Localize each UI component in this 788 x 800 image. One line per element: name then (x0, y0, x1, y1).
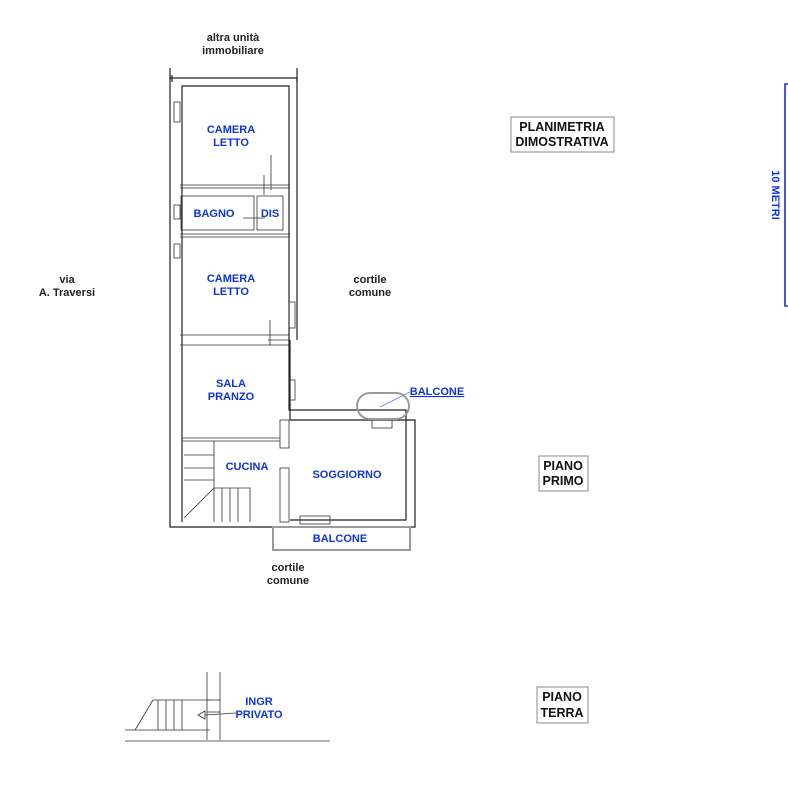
room-bagno: BAGNO (194, 208, 235, 220)
top-neighbor-line2: immobiliare (202, 45, 264, 57)
walls-primo (169, 68, 416, 528)
room-camera-letto-2-line1: CAMERA (207, 273, 255, 285)
room-balcone-front: BALCONE (313, 533, 367, 545)
room-soggiorno: SOGGIORNO (312, 469, 382, 481)
courtyard-right-line2: comune (349, 287, 391, 299)
title-line1: PLANIMETRIA (519, 120, 604, 134)
top-neighbor-line1: altra unità (207, 32, 260, 44)
street-line1: via (59, 274, 75, 286)
room-camera-letto-1-line1: CAMERA (207, 124, 255, 136)
side-balcony-shape (356, 392, 410, 420)
piano-terra-line1: PIANO (542, 690, 582, 704)
balcone-leader-line (379, 391, 411, 408)
front-balcony-shape (272, 526, 411, 551)
scale-bar (784, 83, 788, 307)
room-camera-letto-2-line2: LETTO (213, 286, 249, 298)
room-sala-pranzo-line1: SALA (216, 378, 246, 390)
piano-primo-box (538, 455, 589, 492)
walls-terra (125, 672, 330, 742)
courtyard-bottom-line2: comune (267, 575, 309, 587)
room-balcone-side: BALCONE (410, 386, 464, 398)
piano-primo-line1: PIANO (543, 459, 583, 473)
piano-primo-line2: PRIMO (543, 474, 584, 488)
room-ingresso-line1: INGR (245, 696, 273, 708)
room-dis: DIS (261, 208, 279, 220)
piano-terra-line2: TERRA (540, 706, 583, 720)
scale-bar-label: 10 METRI (769, 170, 781, 220)
street-line2: A. Traversi (39, 287, 95, 299)
title-box (510, 116, 615, 153)
room-sala-pranzo-line2: PRANZO (208, 391, 255, 403)
room-camera-letto-1-line2: LETTO (213, 137, 249, 149)
room-ingresso-line2: PRIVATO (235, 709, 283, 721)
courtyard-right-line1: cortile (353, 274, 386, 286)
piano-terra-box (536, 686, 589, 724)
title-line2: DIMOSTRATIVA (515, 135, 608, 149)
courtyard-bottom-line1: cortile (271, 562, 304, 574)
room-cucina: CUCINA (226, 461, 269, 473)
